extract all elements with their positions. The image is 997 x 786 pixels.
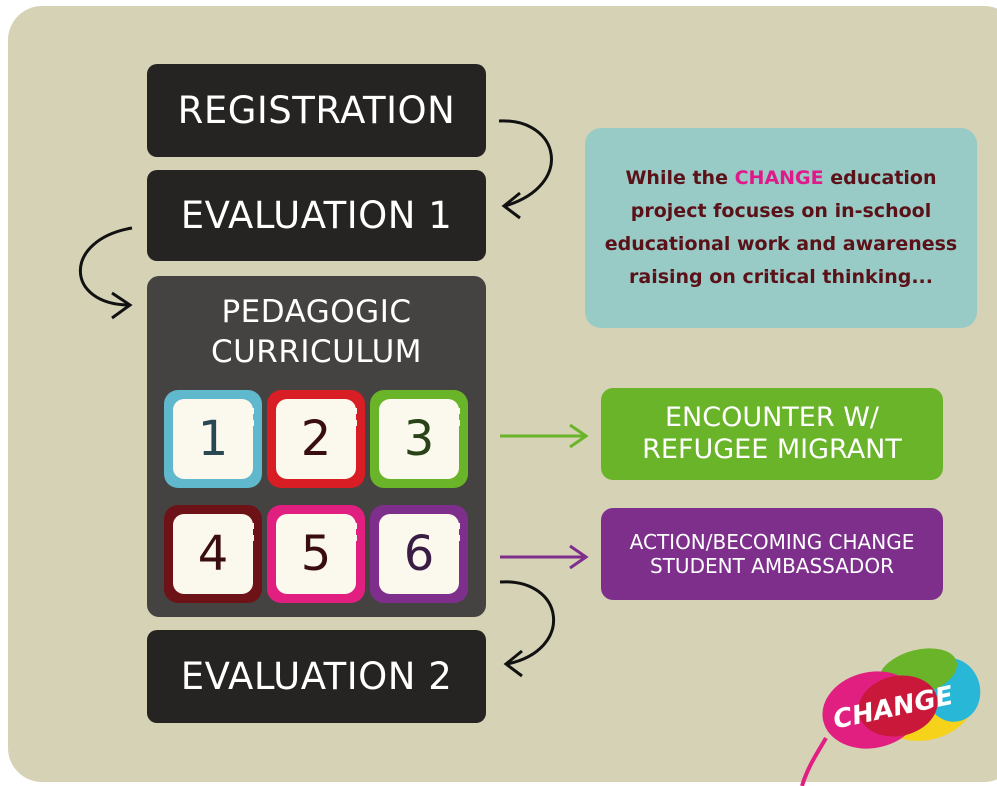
tile-clip-decoration <box>252 523 258 541</box>
curriculum-title-line-2: CURRICULUM <box>210 334 423 370</box>
evaluation-2-label: EVALUATION 2 <box>180 655 453 698</box>
curriculum-title-line-1: PEDAGOGIC <box>221 294 412 330</box>
action-outcome-box: ACTION/BECOMING CHANGE STUDENT AMBASSADO… <box>601 508 943 600</box>
module-tile-3: 3 <box>370 390 468 488</box>
curriculum-title: PEDAGOGIC CURRICULUM <box>147 292 486 372</box>
arrow-head-curriculum-to-evaluation-2 <box>503 649 523 678</box>
change-highlight: CHANGE <box>734 167 824 189</box>
module-number-2: 2 <box>276 399 356 479</box>
module-tile-6: 6 <box>370 505 468 603</box>
module-number-5: 5 <box>276 514 356 594</box>
arrow-curriculum-to-evaluation-2 <box>499 580 556 666</box>
module-number-4: 4 <box>173 514 253 594</box>
registration-step: REGISTRATION <box>147 64 486 157</box>
tile-clip-decoration <box>355 523 361 541</box>
module-tile-4: 4 <box>164 505 262 603</box>
module-tile-2: 2 <box>267 390 365 488</box>
logo-stem <box>800 737 828 786</box>
tile-clip-decoration <box>458 523 464 541</box>
tile-clip-decoration <box>355 408 361 426</box>
logo-red-blob <box>858 675 938 737</box>
registration-label: REGISTRATION <box>177 89 456 132</box>
module-tile-5: 5 <box>267 505 365 603</box>
module-number-1: 1 <box>173 399 253 479</box>
info-text-after: education project focuses on in-school e… <box>604 167 958 288</box>
encounter-label-line-1: ENCOUNTER W/ <box>664 402 879 433</box>
arrow-head-evaluation-1-to-curriculum <box>111 291 133 320</box>
pedagogic-curriculum-panel: PEDAGOGIC CURRICULUM 1 2 3 4 5 6 <box>147 276 486 617</box>
project-info-text: While the CHANGE education project focus… <box>585 162 977 294</box>
evaluation-1-step: EVALUATION 1 <box>147 170 486 261</box>
evaluation-1-label: EVALUATION 1 <box>180 194 453 237</box>
arrow-evaluation-1-to-curriculum <box>79 226 133 307</box>
info-text-before: While the <box>625 167 735 189</box>
arrow-head-registration-to-evaluation-1 <box>501 191 521 220</box>
module-number-3: 3 <box>379 399 459 479</box>
project-info-box: While the CHANGE education project focus… <box>585 128 977 328</box>
action-label-line-1: ACTION/BECOMING CHANGE <box>629 530 915 554</box>
evaluation-2-step: EVALUATION 2 <box>147 630 486 723</box>
tile-clip-decoration <box>458 408 464 426</box>
tile-clip-decoration <box>252 408 258 426</box>
action-label-line-2: STUDENT AMBASSADOR <box>650 554 894 578</box>
arrow-registration-to-evaluation-1 <box>498 119 553 208</box>
arrow-head-modules-to-encounter <box>569 423 589 449</box>
module-tile-1: 1 <box>164 390 262 488</box>
encounter-outcome-box: ENCOUNTER W/ REFUGEE MIGRANT <box>601 388 943 480</box>
encounter-label-line-2: REFUGEE MIGRANT <box>642 434 902 465</box>
arrow-head-modules-to-action <box>569 544 589 570</box>
module-number-6: 6 <box>379 514 459 594</box>
